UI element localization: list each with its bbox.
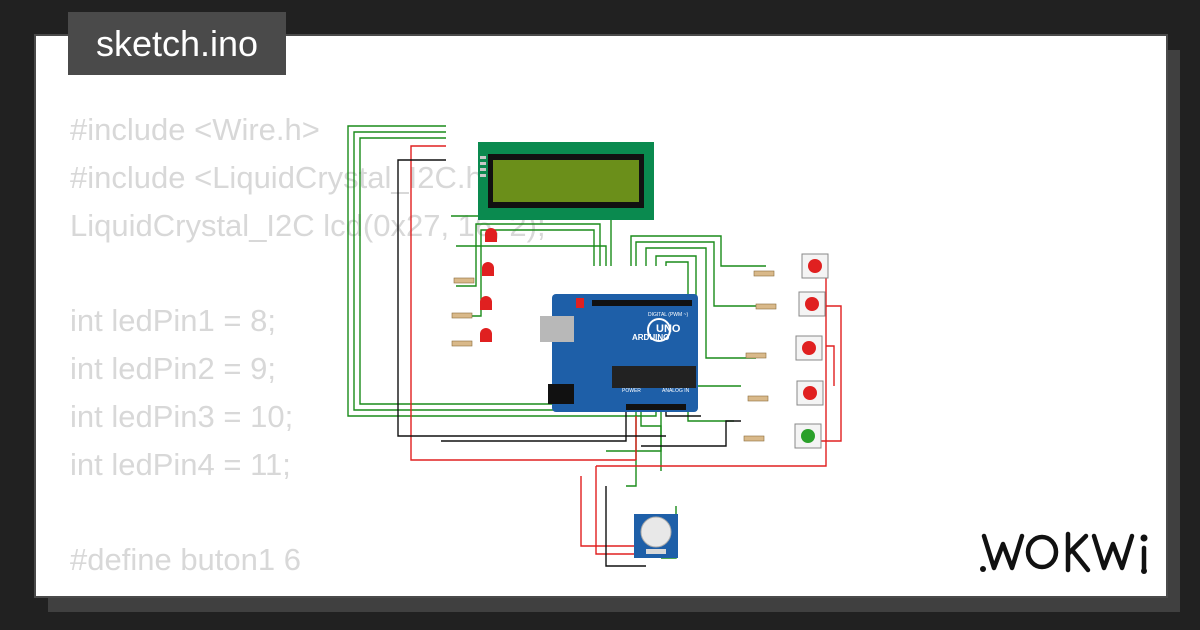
pushbutton-1 [801, 253, 829, 279]
led-4 [480, 328, 492, 342]
resistor [755, 303, 777, 310]
code-line-10: #define buton1 6 [70, 542, 301, 578]
resistor [745, 352, 767, 359]
preview-card: #include <Wire.h> #include <LiquidCrysta… [34, 34, 1168, 598]
board-analog-label: ANALOG IN [662, 388, 690, 394]
led-group [451, 228, 497, 347]
button-group [743, 253, 829, 449]
board-digital-label: DIGITAL (PWM ~) [648, 312, 688, 318]
board-power-label: POWER [622, 388, 641, 394]
wokwi-logo [980, 531, 1148, 574]
code-line-11: #define buton2 5 [70, 584, 546, 596]
resistor [753, 270, 775, 277]
resistor [453, 277, 475, 284]
pushbutton-4 [796, 380, 824, 406]
filename-label: sketch.ino [68, 12, 286, 75]
code-line-7: int ledPin3 = 10; [70, 398, 294, 434]
led-3 [480, 296, 492, 310]
resistor [451, 312, 473, 319]
potentiometer [634, 514, 678, 558]
pushbutton-5 [794, 423, 822, 449]
circuit-diagram: ARDUINO UNO DIGITAL (PWM ~) POWER ANALOG… [347, 125, 842, 567]
resistor [743, 435, 765, 442]
arduino-board: ARDUINO UNO DIGITAL (PWM ~) POWER ANALOG… [540, 294, 698, 412]
code-line-8: int ledPin4 = 11; [70, 446, 291, 482]
resistor [747, 395, 769, 402]
lcd-display [478, 142, 654, 220]
board-brand: ARDUINO [632, 333, 669, 342]
resistor [451, 340, 473, 347]
led-1 [485, 228, 497, 242]
board-model: UNO [656, 323, 681, 335]
pushbutton-2 [798, 291, 826, 317]
code-line-5: int ledPin1 = 8; [70, 303, 276, 339]
code-line-1: #include <Wire.h> [70, 112, 320, 147]
led-2 [482, 262, 494, 276]
pushbutton-3 [795, 335, 823, 361]
code-line-6: int ledPin2 = 9; [70, 350, 276, 386]
